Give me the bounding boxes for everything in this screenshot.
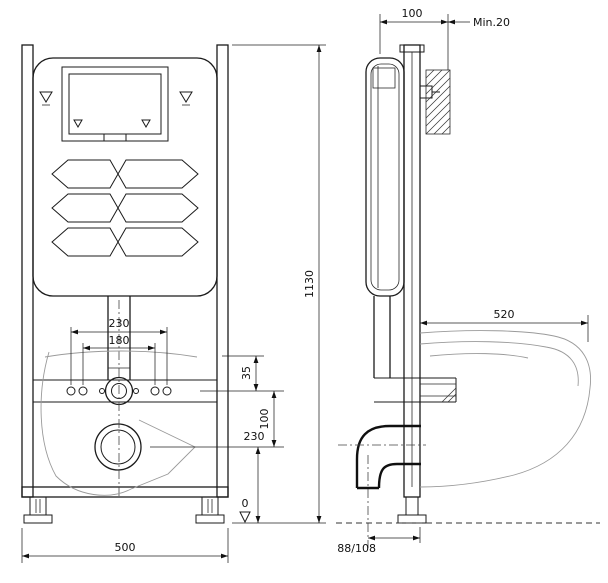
- wall-hatch-block: [425, 69, 451, 135]
- floor-datum-icon: [239, 511, 251, 524]
- floor-datum-label: 0: [242, 497, 249, 510]
- frame-right-post: [216, 44, 229, 498]
- access-panel-outer: [61, 66, 169, 142]
- frame-bottom-rail: [21, 486, 229, 498]
- dim-width: 500: [21, 528, 229, 563]
- waste-elbow: [355, 424, 421, 490]
- flush-pipe-side: [373, 296, 391, 378]
- dim-frame-depth: 100: [379, 7, 449, 70]
- inlet-spigot: [374, 377, 457, 403]
- dim-seat-inlet-label: 35: [240, 366, 253, 380]
- dim-inlet-outlet-label: 100: [258, 409, 271, 430]
- dim-inlet-outlet: 100: [150, 391, 284, 448]
- mounting-rail: [33, 379, 217, 403]
- dim-bolt-inner-label: 180: [109, 334, 130, 347]
- cistern-body: [32, 57, 218, 297]
- dim-outlet-height: 230: [244, 430, 265, 523]
- dimensions: 230 180 1130 500: [21, 7, 589, 563]
- dim-bowl-projection-label: 520: [494, 308, 515, 321]
- rib-band-3: [51, 227, 199, 257]
- frame-left-post: [21, 44, 34, 498]
- dim-outlet-offset-label: 88/108: [337, 542, 376, 555]
- dim-height: 1130: [232, 44, 326, 524]
- right-foot: [195, 496, 225, 524]
- dim-bolt-outer: 230: [70, 317, 168, 385]
- bowl-outline-sketch: [40, 350, 198, 496]
- clip-left-icon: [73, 119, 83, 129]
- dim-width-label: 500: [115, 541, 136, 554]
- rib-band-2: [51, 193, 199, 223]
- side-foot: [397, 496, 427, 524]
- fill-valve: [372, 67, 396, 89]
- fixing-hole: [78, 386, 88, 396]
- dim-bowl-projection: 520: [420, 308, 589, 342]
- dim-height-label: 1130: [303, 270, 316, 298]
- clip-right-icon: [141, 119, 151, 129]
- fixing-hole: [66, 386, 76, 396]
- outlet-circle: [94, 423, 142, 471]
- water-mark-left: [39, 91, 53, 106]
- front-view: [21, 44, 229, 524]
- dim-wall-min-label: Min.20: [473, 16, 510, 29]
- water-mark-right: [179, 91, 193, 106]
- dim-outlet-offset: 88/108: [337, 527, 421, 555]
- dim-outlet-height-label: 230: [244, 430, 265, 443]
- dim-bolt-inner: 180: [82, 334, 156, 385]
- flush-rod: [103, 133, 127, 142]
- cistern-profile: [365, 57, 405, 297]
- dim-bolt-outer-label: 230: [109, 317, 130, 330]
- left-foot: [23, 496, 53, 524]
- floor-datum: 0: [239, 497, 251, 524]
- fixing-hole: [150, 386, 160, 396]
- rib-band-1: [51, 159, 199, 189]
- dim-wall-min: Min.20: [448, 16, 510, 29]
- side-view: [336, 44, 600, 548]
- bowl-side-profile: [419, 330, 591, 488]
- cistern-profile-inner: [370, 63, 400, 291]
- dim-seat-inlet: 35: [200, 355, 284, 392]
- dim-frame-depth-label: 100: [402, 7, 423, 20]
- fixing-hole: [162, 386, 172, 396]
